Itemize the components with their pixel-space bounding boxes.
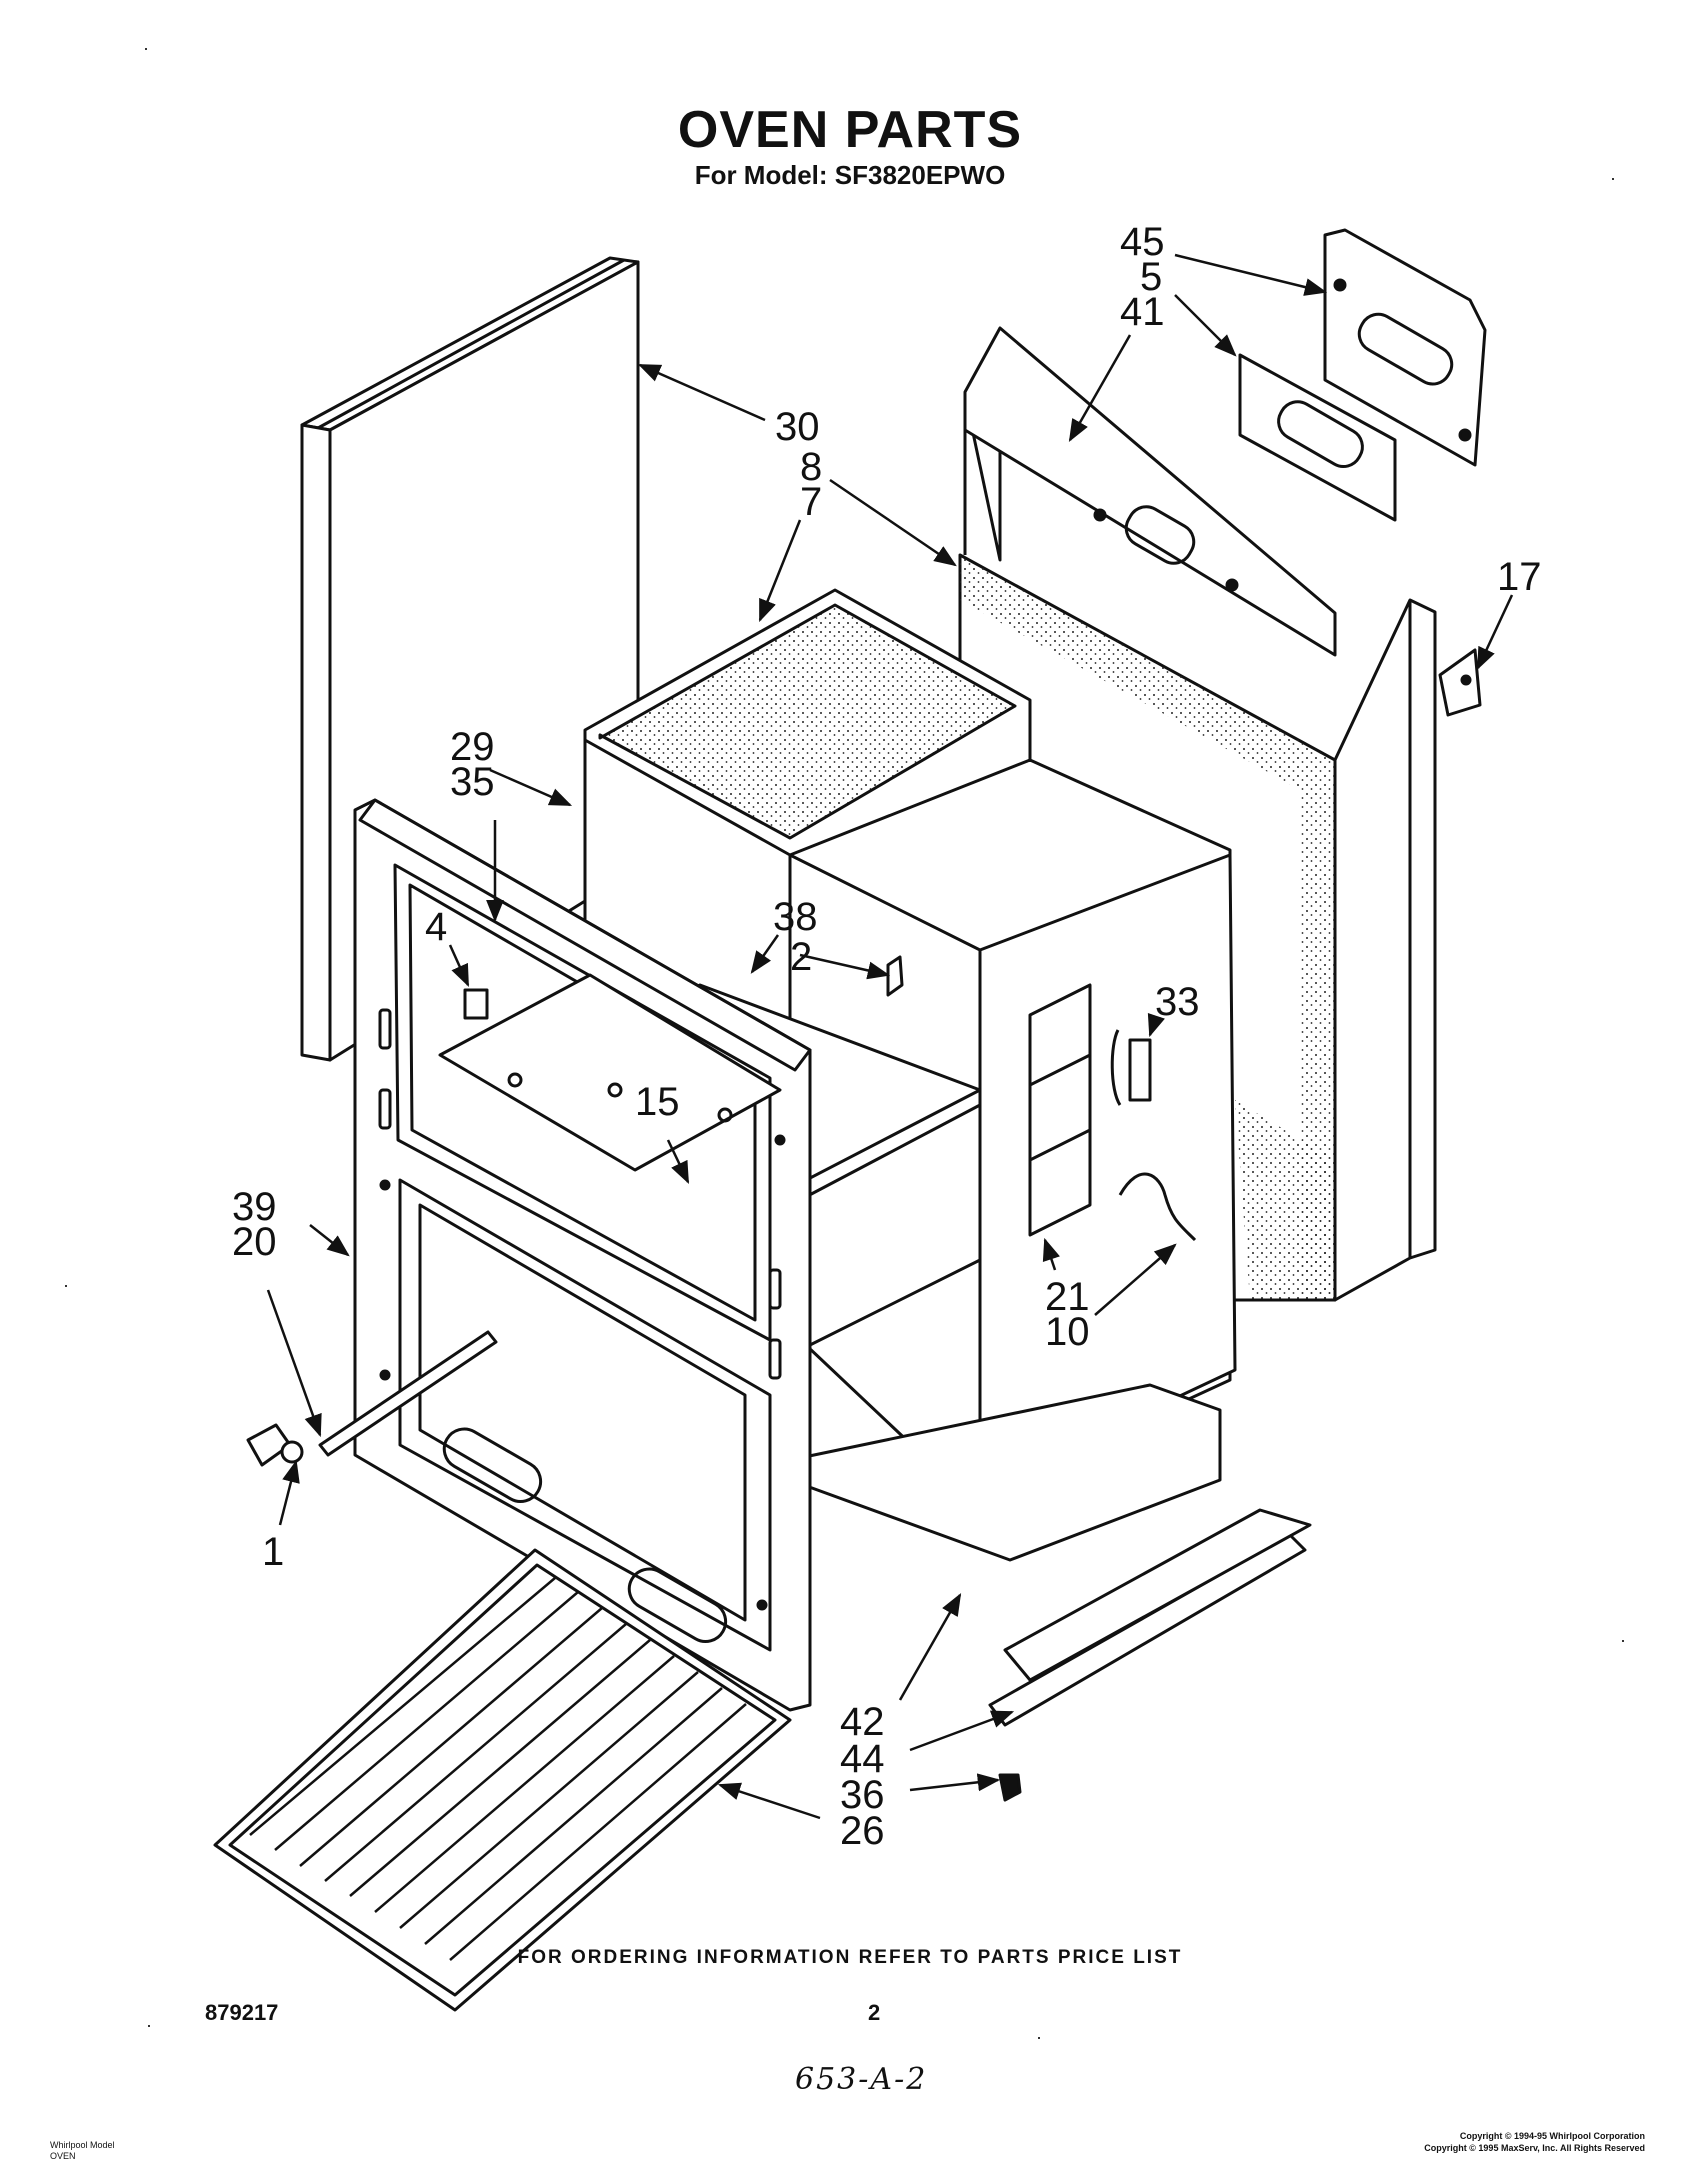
inner-shelf-part: [438, 973, 782, 1172]
scan-speck: [1612, 178, 1614, 180]
bracket-part-17: [1438, 648, 1482, 717]
scan-speck: [65, 1285, 67, 1287]
callout-1: 1: [262, 1530, 284, 1574]
ordering-note: FOR ORDERING INFORMATION REFER TO PARTS …: [517, 1947, 1183, 1968]
copyright-line: Copyright © 1994-95 Whirlpool Corporatio…: [1459, 2131, 1645, 2141]
fine-print-left: Whirlpool Model OVEN: [50, 2140, 115, 2162]
document-number: 879217: [205, 2000, 279, 2025]
page-number: 2: [868, 2000, 881, 2025]
vent-plate-part-5: [1238, 353, 1397, 522]
callout-5: 5: [1140, 255, 1162, 299]
wire-part-10: [1118, 1172, 1197, 1242]
callout-26: 26: [840, 1809, 885, 1853]
handwritten-reference: 653-A-2: [795, 2062, 928, 2097]
callout-2: 2: [790, 935, 812, 979]
copyright-notice: Copyright © 1994-95 Whirlpool Corporatio…: [1424, 2130, 1645, 2154]
callout-38: 38: [773, 895, 818, 939]
callout-7: 7: [800, 480, 822, 524]
fine-print-line: OVEN: [50, 2151, 76, 2161]
fine-print-line: Whirlpool Model: [50, 2140, 115, 2150]
callout-33: 33: [1155, 980, 1200, 1024]
copyright-line: Copyright © 1995 MaxServ, Inc. All Right…: [1424, 2143, 1645, 2153]
page-title: OVEN PARTS: [677, 101, 1023, 159]
callout-39: 39: [232, 1185, 277, 1229]
callout-36: 36: [840, 1773, 885, 1817]
callout-21: 21: [1045, 1275, 1090, 1319]
callout-8: 8: [800, 445, 822, 489]
model-subtitle: For Model: SF3820EPWO: [694, 160, 1006, 190]
leveling-bolt-part-36: [998, 1773, 1022, 1802]
scan-speck: [1622, 1640, 1624, 1642]
front-frame-part: [353, 798, 812, 1712]
hinge-assembly-part: [246, 1330, 498, 1467]
callout-42: 42: [840, 1700, 885, 1744]
rear-panel-part: [963, 326, 1337, 657]
callout-45: 45: [1120, 220, 1165, 264]
scan-speck: [148, 2025, 150, 2027]
callout-41: 41: [1120, 290, 1165, 334]
callout-29: 29: [450, 725, 495, 769]
callout-4: 4: [425, 905, 447, 949]
callout-17: 17: [1497, 555, 1542, 599]
callout-10: 10: [1045, 1310, 1090, 1354]
callout-20: 20: [232, 1220, 277, 1264]
callout-44: 44: [840, 1737, 885, 1781]
callout-15: 15: [635, 1080, 680, 1124]
hinge-receptacle-part-4: [463, 988, 489, 1020]
callout-35: 35: [450, 760, 495, 804]
oven-rack-part: [213, 1548, 792, 2012]
callout-30: 30: [775, 405, 820, 449]
clip-part-2: [886, 955, 904, 997]
element-terminal-part-33: [1110, 1029, 1152, 1106]
scan-speck: [145, 48, 147, 50]
vent-plate-part-45: [1323, 228, 1487, 467]
scan-speck: [1038, 2037, 1040, 2039]
